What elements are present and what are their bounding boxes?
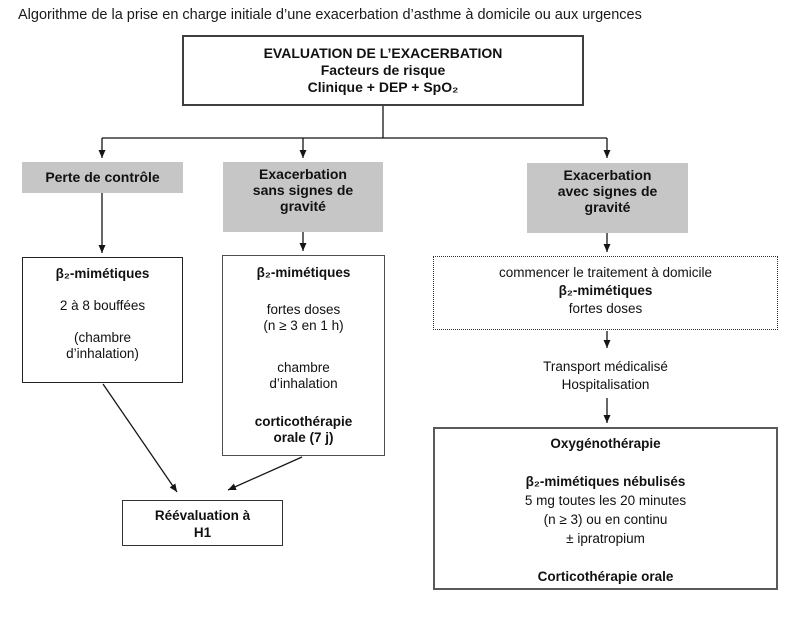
hopital-cortico: Corticothérapie orale <box>537 569 674 584</box>
sans-line3: gravité <box>280 198 326 214</box>
home-treatment-dotted-box: commencer le traitement à domicile β₂-mi… <box>433 256 778 330</box>
hospital-treatment-box: Oxygénothérapie β₂-mimétiques nébulisés … <box>433 427 778 590</box>
b2left-chamber2: d’inhalation) <box>66 346 139 361</box>
reevaluation-line1: Réévaluation à <box>154 508 251 523</box>
b2mid-chamber2: d’inhalation <box>269 376 338 391</box>
b2mid-cortico1: corticothérapie <box>254 414 353 429</box>
avec-line2: avec signes de <box>557 183 658 199</box>
b2mid-cortico2: orale (7 j) <box>273 430 334 445</box>
b2left-title: β₂-mimétiques <box>55 266 150 281</box>
b2mid-dose2: (n ≥ 3 en 1 h) <box>263 318 344 333</box>
b2left-dose: 2 à 8 bouffées <box>59 298 146 313</box>
hopital-b2: β₂-mimétiques nébulisés <box>525 474 686 489</box>
avec-line1: Exacerbation <box>563 167 652 183</box>
hopital-dose1: 5 mg toutes les 20 minutes <box>524 493 687 508</box>
b2-mimetiques-middle-box: β₂-mimétiques fortes doses (n ≥ 3 en 1 h… <box>222 255 385 456</box>
b2left-chamber1: (chambre <box>73 330 132 345</box>
diagram-title: Algorithme de la prise en charge initial… <box>18 7 642 23</box>
b2mid-chamber1: chambre <box>277 360 330 375</box>
domicile-line2: β₂-mimétiques <box>558 283 653 298</box>
reevaluation-line2: H1 <box>193 525 212 540</box>
hopital-dose2: (n ≥ 3) ou en continu <box>543 512 668 527</box>
hopital-oxygen: Oxygénothérapie <box>550 436 661 451</box>
b2mid-dose1: fortes doses <box>266 302 341 317</box>
evaluation-line1: EVALUATION DE L’EXACERBATION <box>263 45 503 61</box>
transport-label: Transport médicalisé Hospitalisation <box>433 358 778 394</box>
branch-perte-de-controle: Perte de contrôle <box>22 162 183 193</box>
branch-exacerbation-sans-gravite: Exacerbation sans signes de gravité <box>223 162 383 232</box>
transport-line2: Hospitalisation <box>561 377 650 392</box>
b2mid-title: β₂-mimétiques <box>256 265 351 280</box>
sans-line1: Exacerbation <box>259 166 347 182</box>
branch-exacerbation-avec-gravite: Exacerbation avec signes de gravité <box>527 163 688 233</box>
sans-line2: sans signes de <box>252 182 354 198</box>
evaluation-box: EVALUATION DE L’EXACERBATION Facteurs de… <box>182 35 584 106</box>
avec-line3: gravité <box>584 199 631 215</box>
evaluation-line3: Clinique + DEP + SpO₂ <box>307 79 459 95</box>
domicile-line3: fortes doses <box>568 301 643 316</box>
evaluation-line2: Facteurs de risque <box>320 62 446 78</box>
perte-label: Perte de contrôle <box>45 169 160 185</box>
hopital-ipratropium: ± ipratropium <box>566 531 645 546</box>
b2-mimetiques-left-box: β₂-mimétiques 2 à 8 bouffées (chambre d’… <box>22 257 183 383</box>
reevaluation-box: Réévaluation à H1 <box>122 500 283 546</box>
domicile-line1: commencer le traitement à domicile <box>498 265 713 280</box>
transport-line1: Transport médicalisé <box>543 359 668 374</box>
